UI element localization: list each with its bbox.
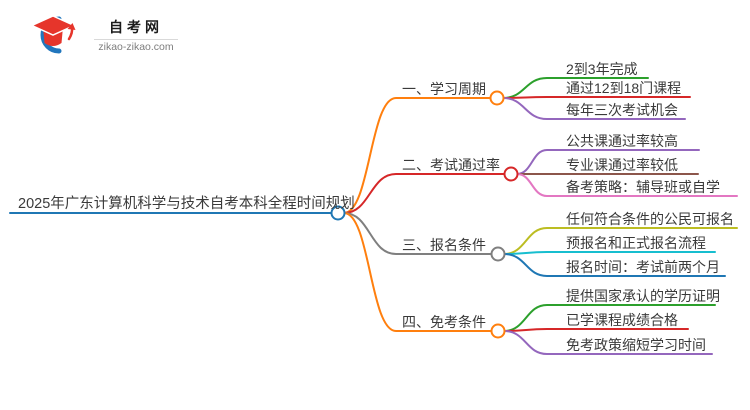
subtopic-label: 任何符合条件的公民可报名 — [566, 211, 734, 227]
subtopic-label: 免考政策缩短学习时间 — [566, 337, 706, 353]
link-leaf-process — [503, 251, 716, 255]
branch-label-study-cycle: 一、学习周期 — [402, 81, 486, 97]
logo-text-block: 自考网 zikao-zikao.com — [94, 17, 178, 53]
site-logo[interactable]: 自考网 zikao-zikao.com — [26, 13, 178, 57]
subtopic-label: 专业课通过率较低 — [566, 157, 678, 173]
graduation-cap-icon — [30, 15, 76, 54]
subtopic-label: 公共课通过率较高 — [566, 133, 678, 149]
link-leaf-policy — [503, 330, 713, 355]
link-leaf-courses — [502, 96, 691, 99]
link-root-pass-rate — [343, 173, 505, 214]
link-leaf-reg-time — [503, 253, 726, 277]
subtopic-label: 提供国家承认的学历证明 — [566, 288, 720, 304]
root-node-circle[interactable] — [330, 205, 346, 221]
branch-node-circle-exemption[interactable] — [490, 323, 506, 339]
link-root-exemption — [343, 212, 492, 332]
link-leaf-exam-chances — [502, 97, 686, 120]
link-leaf-passed-courses — [503, 328, 689, 332]
subtopic-label: 每年三次考试机会 — [566, 102, 678, 118]
branch-label-exemption: 四、免考条件 — [402, 314, 486, 330]
site-name: 自考网 — [109, 19, 163, 35]
subtopic-label: 通过12到18门课程 — [566, 80, 682, 96]
logo-divider — [94, 39, 178, 40]
subtopic-label: 预报名和正式报名流程 — [566, 235, 706, 251]
branch-label-registration: 三、报名条件 — [402, 237, 486, 253]
subtopic-label: 备考策略：辅导班或自学 — [566, 179, 720, 195]
link-root-registration — [343, 212, 492, 255]
link-leaf-strategy — [516, 173, 738, 197]
cap-board — [30, 15, 76, 36]
subtopic-label: 已学课程成绩合格 — [566, 312, 678, 328]
branch-label-pass-rate: 二、考试通过率 — [402, 157, 500, 173]
branch-node-circle-registration[interactable] — [490, 246, 506, 262]
tassel-arrowhead — [67, 23, 76, 30]
subtopic-label: 2到3年完成 — [566, 61, 638, 77]
subtopic-label: 报名时间：考试前两个月 — [566, 259, 720, 275]
site-url: zikao-zikao.com — [98, 41, 174, 53]
link-root-study-cycle — [343, 97, 491, 214]
branch-node-circle-pass-rate[interactable] — [503, 166, 519, 182]
root-topic-label: 2025年广东计算机科学与技术自考本科全程时间规划 — [18, 196, 355, 212]
branch-node-circle-study-cycle[interactable] — [489, 90, 505, 106]
